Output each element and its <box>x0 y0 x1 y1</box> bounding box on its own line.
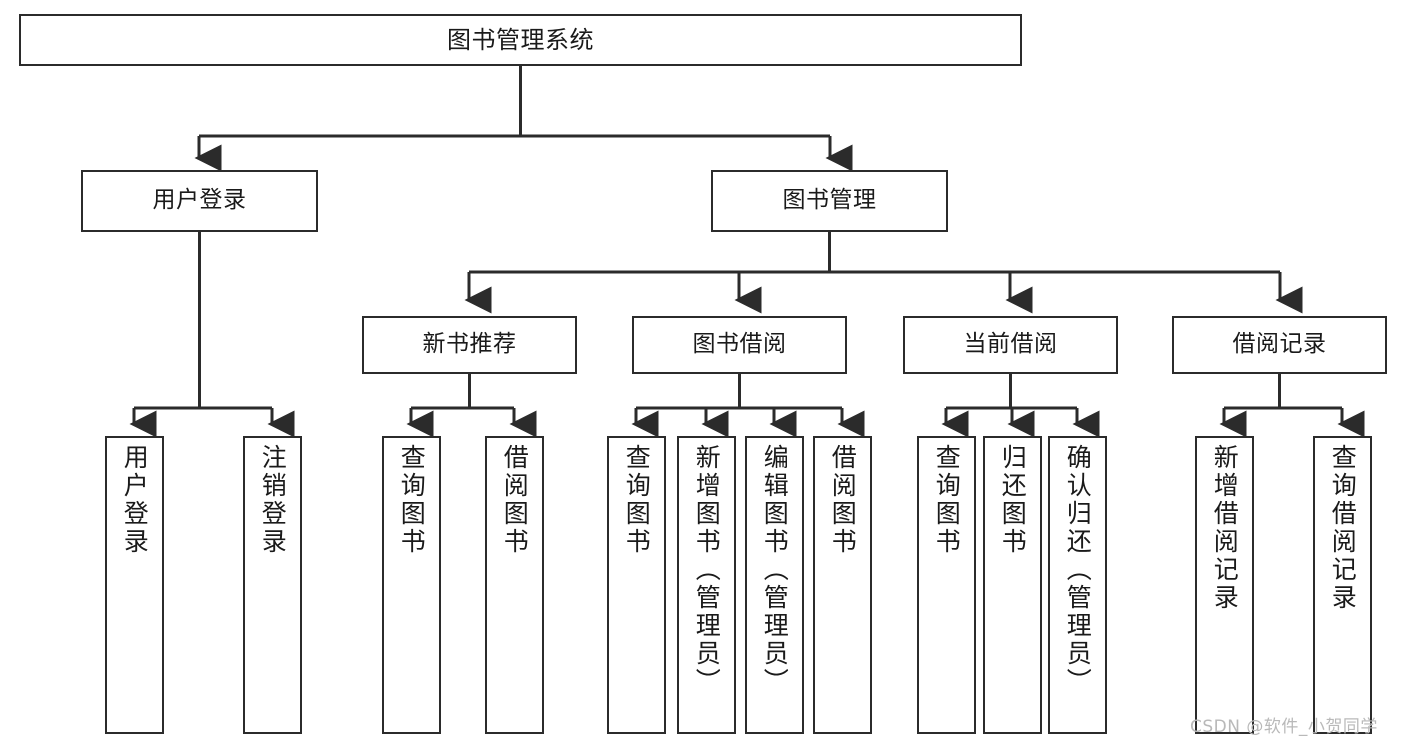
node-label: 编辑图书（管理员） <box>760 444 790 696</box>
node-label: 查询图书 <box>932 444 962 556</box>
leaf-records-add-record[interactable]: 新增借阅记录 <box>1195 436 1254 734</box>
node-label: 用户登录 <box>152 187 247 214</box>
leaf-current-return-book[interactable]: 归还图书 <box>983 436 1042 734</box>
node-book-management[interactable]: 图书管理 <box>711 170 948 232</box>
node-label: 新增借阅记录 <box>1210 444 1240 612</box>
leaf-user-login-logout[interactable]: 注销登录 <box>243 436 302 734</box>
node-label: 注销登录 <box>258 444 288 556</box>
node-label: 借阅记录 <box>1232 331 1327 358</box>
node-label: 图书管理系统 <box>447 25 594 54</box>
node-current-borrow[interactable]: 当前借阅 <box>903 316 1118 374</box>
node-label: 查询借阅记录 <box>1328 444 1358 612</box>
leaf-borrow-add-book-admin[interactable]: 新增图书（管理员） <box>677 436 736 734</box>
csdn-watermark: CSDN @软件_小贺同学 <box>1190 717 1378 737</box>
node-new-book-recommend[interactable]: 新书推荐 <box>362 316 577 374</box>
node-user-login[interactable]: 用户登录 <box>81 170 318 232</box>
node-label: 图书管理 <box>782 187 877 214</box>
leaf-borrow-borrow-book[interactable]: 借阅图书 <box>813 436 872 734</box>
leaf-current-confirm-return-admin[interactable]: 确认归还（管理员） <box>1048 436 1107 734</box>
node-label: 当前借阅 <box>963 331 1058 358</box>
node-label: 借阅图书 <box>500 444 530 556</box>
leaf-current-query-book[interactable]: 查询图书 <box>917 436 976 734</box>
node-borrow-records[interactable]: 借阅记录 <box>1172 316 1387 374</box>
node-label: 查询图书 <box>622 444 652 556</box>
node-label: 归还图书 <box>998 444 1028 556</box>
leaf-recommend-borrow-book[interactable]: 借阅图书 <box>485 436 544 734</box>
node-book-borrow[interactable]: 图书借阅 <box>632 316 847 374</box>
node-label: 借阅图书 <box>828 444 858 556</box>
leaf-recommend-query-book[interactable]: 查询图书 <box>382 436 441 734</box>
leaf-user-login-login[interactable]: 用户登录 <box>105 436 164 734</box>
node-label: 新书推荐 <box>422 331 517 358</box>
node-label: 查询图书 <box>397 444 427 556</box>
leaf-borrow-query-book[interactable]: 查询图书 <box>607 436 666 734</box>
node-label: 确认归还（管理员） <box>1063 444 1093 696</box>
node-root-system[interactable]: 图书管理系统 <box>19 14 1022 66</box>
node-label: 新增图书（管理员） <box>692 444 722 696</box>
leaf-records-query-record[interactable]: 查询借阅记录 <box>1313 436 1372 734</box>
node-label: 用户登录 <box>120 444 150 556</box>
leaf-borrow-edit-book-admin[interactable]: 编辑图书（管理员） <box>745 436 804 734</box>
node-label: 图书借阅 <box>692 331 787 358</box>
